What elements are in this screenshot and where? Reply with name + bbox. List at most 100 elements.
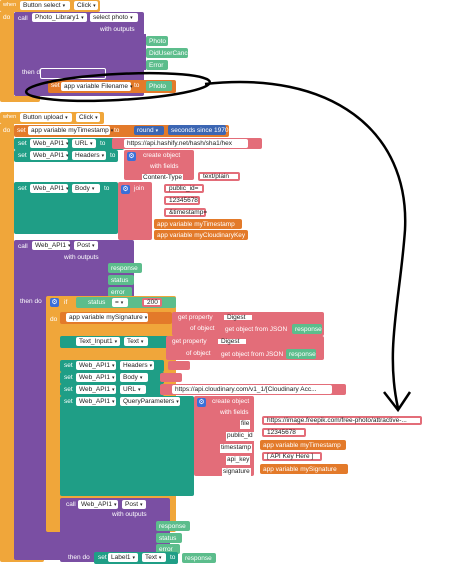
empty-headers-text[interactable]	[168, 361, 190, 370]
click-event-dropdown[interactable]: Click▾	[74, 1, 98, 10]
output-error[interactable]: error	[108, 287, 132, 297]
do-label-3: do	[50, 316, 58, 323]
output-error[interactable]: error	[156, 544, 180, 554]
web-api-dropdown[interactable]: Web_API1▾	[76, 373, 116, 382]
set-label: set	[18, 152, 27, 159]
then-do-label: then do	[20, 298, 42, 305]
photo-value[interactable]: Photo	[146, 81, 172, 91]
label-text-prop-dropdown[interactable]: Text▾	[142, 553, 166, 562]
digest-text[interactable]: Digest	[222, 313, 254, 322]
signature-variable-dropdown[interactable]: app variable mySignature▾	[66, 313, 148, 322]
queryparameters-prop-dropdown[interactable]: QueryParameters▾	[120, 397, 180, 406]
set-label: set	[18, 140, 27, 147]
status-value: status	[88, 299, 106, 306]
field-value-api-key[interactable]: [ API Key Here ]	[262, 452, 322, 461]
empty-body-text[interactable]	[160, 373, 182, 382]
create-object-label: create object	[143, 152, 181, 159]
digest-text[interactable]: Digest	[216, 337, 248, 346]
web-api-dropdown[interactable]: Web_API1▾	[32, 241, 70, 250]
url-prop-dropdown[interactable]: URL▾	[72, 139, 96, 148]
url-prop-dropdown[interactable]: URL▾	[120, 385, 146, 394]
join-item-id[interactable]: 12345678	[164, 196, 200, 205]
join-item-timestamp-var[interactable]: app variable myTimestamp	[154, 219, 242, 229]
set-label: set	[17, 127, 26, 134]
of-object-label: of object	[190, 325, 215, 332]
headers-prop-dropdown[interactable]: Headers▾	[120, 361, 154, 370]
when-label-2: when	[3, 114, 17, 120]
web-api-dropdown[interactable]: Web_API1▾	[78, 500, 118, 509]
web-api-dropdown[interactable]: Web_API1▾	[30, 151, 68, 160]
response-value[interactable]: response	[286, 349, 316, 359]
gear-icon[interactable]: ⚙	[127, 152, 136, 161]
text-input-dropdown[interactable]: Text_Input1▾	[76, 337, 120, 346]
click-event-dropdown-2[interactable]: Click▾	[76, 113, 100, 122]
field-value-signature[interactable]: app variable mySignature	[260, 464, 348, 474]
of-object-label: of object	[186, 350, 211, 357]
timestamp-variable-dropdown[interactable]: app variable myTimestamp▾	[28, 126, 113, 135]
output-error[interactable]: Error	[146, 60, 168, 70]
if-label: if	[64, 299, 68, 306]
with-outputs-label: with outputs	[64, 254, 99, 261]
output-response[interactable]: response	[156, 521, 190, 531]
call-label: call	[18, 243, 28, 250]
set-label: set	[64, 374, 73, 381]
body-prop-dropdown[interactable]: Body▾	[72, 184, 100, 193]
event-block-upload[interactable]: when Button upload▾ Click▾ do set app va…	[0, 112, 422, 564]
get-object-from-json[interactable]: get object from JSON	[222, 324, 290, 334]
to-label: to	[134, 82, 140, 89]
set-label: set	[51, 82, 60, 89]
body-prop-dropdown[interactable]: Body▾	[120, 373, 148, 382]
field-value-public-id[interactable]: 12345678	[262, 428, 306, 437]
cloudinary-url-text[interactable]: https://api.cloudinary.com/v1_1/[Cloudin…	[172, 385, 332, 394]
field-value-file[interactable]: https://image.freepik.com/free-photo/att…	[262, 416, 422, 425]
to-label: to	[170, 554, 176, 561]
gear-icon[interactable]: ⚙	[197, 398, 206, 407]
output-response[interactable]: response	[108, 263, 142, 273]
set-label: set	[98, 554, 107, 561]
select-photo-dropdown[interactable]: select photo▾	[90, 13, 138, 22]
hashify-url-text[interactable]: https://api.hashify.net/hash/sha1/hex	[124, 139, 248, 148]
output-didusercancel[interactable]: DidUserCancel	[146, 48, 193, 58]
get-property-label: get property	[178, 314, 213, 321]
code-200-text[interactable]: 200	[142, 298, 162, 307]
to-label: to	[104, 185, 110, 192]
filename-variable-dropdown[interactable]: app variable Filename▾	[61, 82, 132, 91]
button-upload-dropdown[interactable]: Button upload▾	[20, 113, 72, 122]
join-item-public-id[interactable]: public_id=	[164, 184, 204, 193]
equals-dropdown[interactable]: =▾	[112, 298, 128, 307]
photo-library-dropdown[interactable]: Photo_Library1▾	[32, 13, 87, 22]
content-type-value[interactable]: text/plain	[198, 172, 240, 181]
web-api-dropdown[interactable]: Web_API1▾	[76, 397, 116, 406]
seconds-since-1970[interactable]: seconds since 1970	[168, 125, 228, 135]
round-dropdown[interactable]: round▾	[134, 126, 164, 135]
button-select-dropdown[interactable]: Button select▾	[20, 1, 70, 10]
set-label: set	[18, 185, 27, 192]
output-status[interactable]: status	[108, 275, 134, 285]
get-object-from-json[interactable]: get object from JSON	[218, 349, 284, 359]
post-method-dropdown[interactable]: Post▾	[122, 500, 146, 509]
output-photo[interactable]: Photo	[146, 36, 168, 46]
join-label: join	[134, 185, 145, 192]
with-outputs-label: with outputs	[100, 26, 135, 33]
output-status[interactable]: status	[156, 533, 182, 543]
label-dropdown[interactable]: Label1▾	[108, 553, 138, 562]
set-label: set	[64, 398, 73, 405]
gear-icon[interactable]: ⚙	[50, 298, 59, 307]
label-response-value[interactable]: response	[182, 553, 216, 563]
field-value-timestamp[interactable]: app variable myTimestamp	[260, 440, 346, 450]
web-api-dropdown[interactable]: Web_API1▾	[30, 184, 68, 193]
gear-icon[interactable]: ⚙	[121, 185, 130, 194]
with-outputs-label: with outputs	[112, 511, 147, 518]
do-label-2: do	[3, 127, 11, 134]
field-key-signature: signature	[222, 468, 251, 477]
response-value[interactable]: response	[292, 324, 322, 334]
join-item-cloudinary-var[interactable]: app variable myCloudinaryKey	[154, 230, 248, 240]
web-api-dropdown[interactable]: Web_API1▾	[76, 385, 116, 394]
headers-prop-dropdown[interactable]: Headers▾	[72, 151, 106, 160]
join-item-timestamp[interactable]: &timestamp=	[164, 208, 207, 217]
web-api-dropdown[interactable]: Web_API1▾	[76, 361, 116, 370]
web-api-dropdown[interactable]: Web_API1▾	[30, 139, 68, 148]
post-method-dropdown[interactable]: Post▾	[74, 241, 98, 250]
event-block-select[interactable]: when Button select▾ Click▾ do call Photo…	[0, 0, 193, 102]
text-prop-dropdown[interactable]: Text▾	[124, 337, 148, 346]
